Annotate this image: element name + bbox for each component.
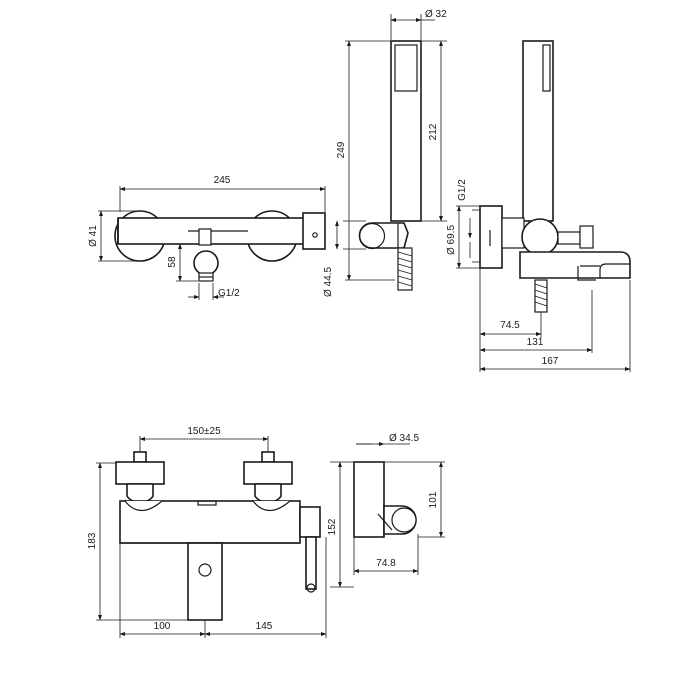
length-249-label: 249 <box>336 141 347 158</box>
height-58-label: 58 <box>167 256 178 268</box>
side-view: G1/2 Ø 69.5 74.5 131 167 <box>446 40 631 372</box>
width-748-label: 74.8 <box>376 558 396 569</box>
thread-side-label: G1/2 <box>457 179 468 201</box>
length-212-label: 212 <box>428 123 439 140</box>
dia-32-label: Ø 32 <box>425 9 447 20</box>
shower-nozzle-grid-icon <box>394 44 418 92</box>
width-245-label: 245 <box>214 175 231 186</box>
handshower-view: Ø 32 249 212 Ø 44.5 <box>323 9 447 297</box>
holder-view: Ø 34.5 101 152 74.8 <box>327 433 445 588</box>
dia-345-label: Ø 34.5 <box>389 433 419 444</box>
dia-41-label: Ø 41 <box>88 225 99 247</box>
height-152-label: 152 <box>327 518 338 535</box>
height-101-label: 101 <box>428 491 439 508</box>
dim-745-label: 74.5 <box>500 320 520 331</box>
hose-spiral-icon <box>397 247 413 291</box>
spacing-label: 150±25 <box>187 426 221 437</box>
dia-695-label: Ø 69.5 <box>446 225 457 255</box>
thread-g12-label: G1/2 <box>218 288 240 299</box>
dim-100-label: 100 <box>154 621 171 632</box>
height-183-label: 183 <box>87 532 98 549</box>
dim-167-label: 167 <box>542 356 559 367</box>
dim-145-label: 145 <box>256 621 273 632</box>
bottom-front-view: 150±25 183 100 <box>87 426 327 638</box>
dia-445-label: Ø 44.5 <box>323 267 334 297</box>
top-front-view: 245 Ø 41 58 G1/2 <box>88 175 326 300</box>
dim-131-label: 131 <box>527 337 544 348</box>
